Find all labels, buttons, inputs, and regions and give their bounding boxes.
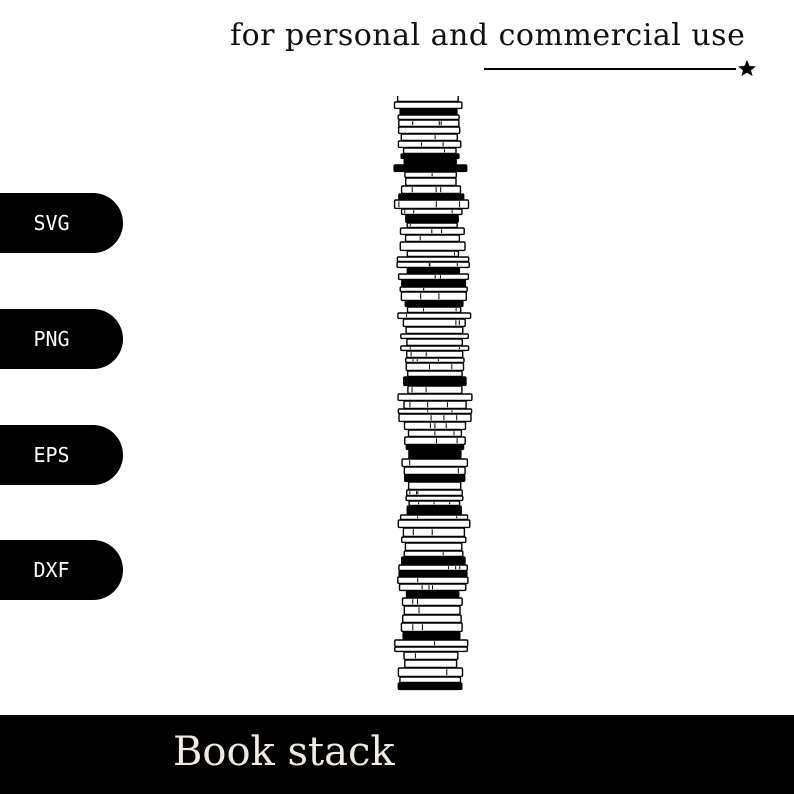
book <box>406 489 463 497</box>
book <box>400 153 460 160</box>
book <box>397 393 473 402</box>
book <box>398 564 469 572</box>
book <box>401 597 463 607</box>
book <box>403 400 467 410</box>
book <box>406 350 464 359</box>
book <box>403 550 464 558</box>
book <box>393 199 470 210</box>
book <box>399 514 469 521</box>
book <box>406 338 464 347</box>
book <box>400 622 463 633</box>
book <box>402 527 466 538</box>
format-badge-svg: SVG <box>0 193 123 253</box>
book <box>406 222 458 229</box>
book <box>401 279 467 288</box>
format-badge-dxf: DXF <box>0 540 123 600</box>
book <box>400 345 470 352</box>
book <box>405 444 465 451</box>
book <box>399 676 462 684</box>
book <box>399 227 465 236</box>
book <box>405 362 465 372</box>
book <box>394 639 469 648</box>
book <box>397 682 463 691</box>
book <box>397 519 471 529</box>
book <box>393 101 463 110</box>
book <box>397 140 462 149</box>
book <box>396 256 470 263</box>
book <box>404 659 458 669</box>
book <box>401 536 467 544</box>
book <box>400 133 458 142</box>
book <box>404 542 463 552</box>
book <box>403 651 459 661</box>
book <box>405 326 464 335</box>
book <box>397 114 460 121</box>
book <box>407 385 463 395</box>
book <box>406 250 460 258</box>
book <box>403 466 466 476</box>
book <box>405 495 464 502</box>
format-badge-eps: EPS <box>0 425 123 485</box>
book <box>400 208 463 216</box>
book <box>402 147 457 155</box>
book <box>397 273 470 281</box>
book <box>402 614 462 624</box>
book <box>404 171 458 179</box>
book-stack-icon <box>393 96 473 691</box>
book <box>396 96 459 103</box>
book <box>401 458 469 468</box>
book <box>403 605 461 616</box>
product-title: Book stack <box>173 729 395 775</box>
book <box>404 300 464 308</box>
book <box>397 126 461 135</box>
book <box>405 214 459 224</box>
book <box>397 576 469 585</box>
book <box>407 429 463 438</box>
book <box>404 234 461 243</box>
book <box>404 474 466 483</box>
book <box>399 286 468 293</box>
book <box>399 241 466 252</box>
book <box>406 505 462 516</box>
format-badge-png: PNG <box>0 309 123 369</box>
book <box>398 193 465 201</box>
book <box>406 306 462 314</box>
book <box>397 667 464 678</box>
book <box>404 436 466 446</box>
book <box>408 500 461 507</box>
book <box>397 312 472 320</box>
book <box>406 267 461 275</box>
book <box>403 376 467 387</box>
book <box>398 119 460 128</box>
book <box>407 370 463 378</box>
book <box>402 318 466 328</box>
book <box>403 158 457 166</box>
book <box>396 261 470 269</box>
book <box>398 570 468 578</box>
book <box>401 556 466 566</box>
book <box>408 449 462 460</box>
book <box>400 333 469 340</box>
book <box>399 108 458 116</box>
book <box>397 408 473 415</box>
footer-bar: Book stack <box>0 715 794 794</box>
book <box>405 590 460 599</box>
tagline: for personal and commercial use <box>230 18 746 53</box>
book <box>398 413 472 423</box>
book <box>393 164 468 173</box>
book <box>400 291 468 302</box>
book <box>398 583 467 592</box>
book <box>400 185 462 195</box>
book <box>394 646 469 653</box>
underline-star-icon <box>484 60 756 76</box>
book <box>405 357 465 364</box>
book <box>405 177 457 187</box>
book <box>407 481 462 491</box>
book <box>403 421 467 431</box>
book <box>402 631 461 641</box>
